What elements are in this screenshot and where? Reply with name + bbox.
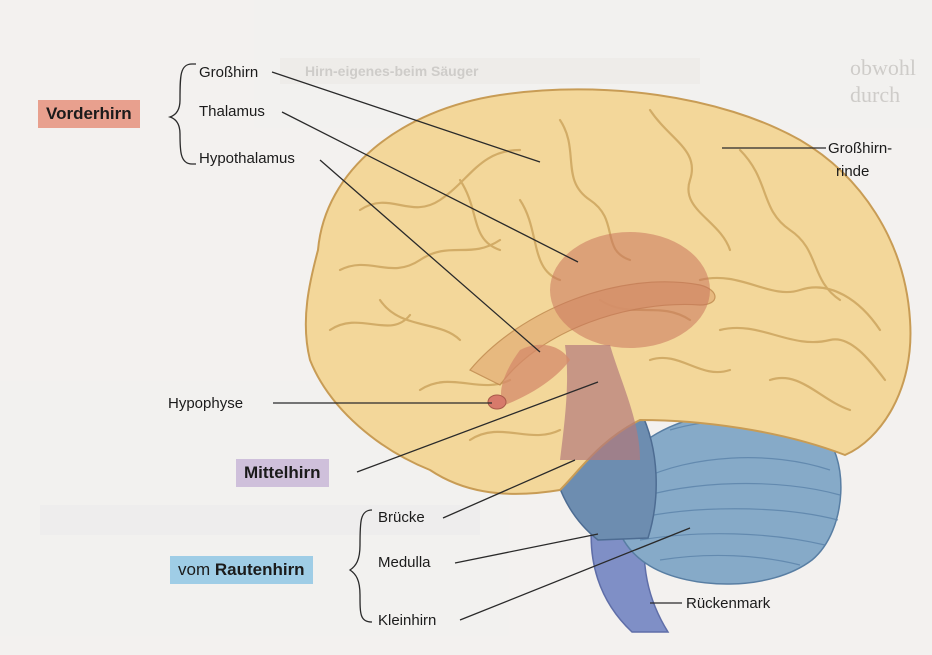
- label-grosshirnrinde-line1: Großhirn-: [828, 140, 892, 157]
- label-hypothalamus: Hypothalamus: [199, 150, 295, 167]
- background-right-2: durch: [850, 82, 900, 107]
- background-header: Hirn-eigenes-beim Säuger: [305, 63, 479, 79]
- group-label-vorderhirn: Vorderhirn: [46, 104, 132, 123]
- label-medulla: Medulla: [378, 554, 431, 571]
- label-kleinhirn: Kleinhirn: [378, 612, 436, 629]
- group-tag-rautenhirn: vom Rautenhirn: [170, 556, 313, 584]
- label-grosshirnrinde-line2: rinde: [836, 163, 869, 180]
- group-label-rautenhirn: Rautenhirn: [215, 560, 305, 579]
- pituitary-shape: [488, 395, 506, 409]
- label-thalamus: Thalamus: [199, 103, 265, 120]
- thalamus-shape: [550, 232, 710, 348]
- label-bruecke: Brücke: [378, 509, 425, 526]
- background-right-1: obwohl: [850, 55, 916, 80]
- group-tag-vorderhirn: Vorderhirn: [38, 100, 140, 128]
- label-grosshirn: Großhirn: [199, 64, 258, 81]
- label-hypophyse: Hypophyse: [168, 395, 243, 412]
- group-prefix-rautenhirn: vom: [178, 560, 215, 579]
- label-rueckenmark: Rückenmark: [686, 595, 771, 612]
- group-label-mittelhirn: Mittelhirn: [244, 463, 321, 482]
- group-tag-mittelhirn: Mittelhirn: [236, 459, 329, 487]
